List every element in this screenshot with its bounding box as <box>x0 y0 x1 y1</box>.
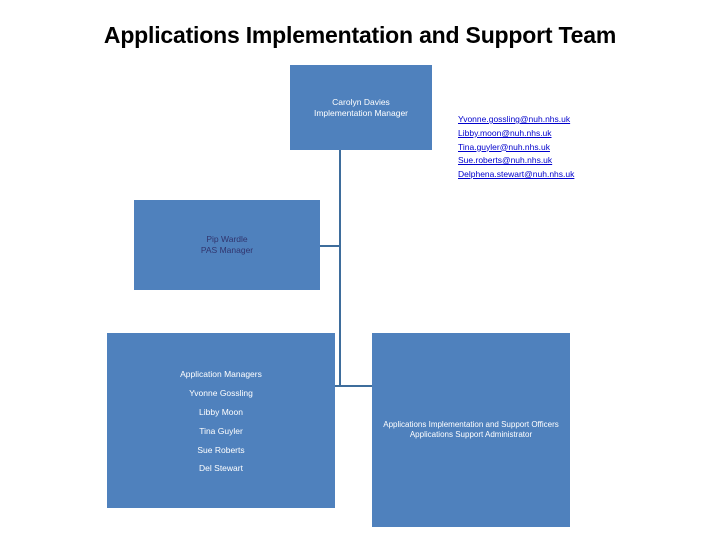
org-node-role: Applications Implementation and Support … <box>383 419 559 429</box>
org-node-application-managers[interactable]: Application Managers Yvonne Gossling Lib… <box>107 333 335 508</box>
email-link[interactable]: Libby.moon@nuh.nhs.uk <box>458 127 552 138</box>
connector-trunk-vertical <box>339 150 341 386</box>
email-list: Yvonne.gossling@nuh.nhs.uk Libby.moon@nu… <box>458 113 633 182</box>
org-node-pas-manager[interactable]: Pip Wardle PAS Manager <box>134 200 320 290</box>
org-node-implementation-manager[interactable]: Carolyn Davies Implementation Manager <box>290 65 432 150</box>
org-node-name: Pip Wardle <box>206 234 248 245</box>
org-node-role: Implementation Manager <box>313 107 409 118</box>
org-node-name: Carolyn Davies <box>332 96 390 107</box>
org-node-role: Application Managers <box>180 369 262 379</box>
page-title: Applications Implementation and Support … <box>103 22 617 48</box>
org-node-member: Libby Moon <box>199 406 243 417</box>
org-node-member: Tina Guyler <box>199 425 243 436</box>
email-link[interactable]: Yvonne.gossling@nuh.nhs.uk <box>458 114 571 124</box>
org-node-member: Del Stewart <box>199 463 243 474</box>
email-link[interactable]: Sue.roberts@nuh.nhs.uk <box>458 155 553 166</box>
org-node-support-officers[interactable]: Applications Implementation and Support … <box>372 333 570 527</box>
email-link[interactable]: Tina.guyler@nuh.nhs.uk <box>458 141 550 152</box>
org-node-role: PAS Manager <box>200 245 254 255</box>
connector-bar-horizontal <box>221 385 472 387</box>
connector-stub-pas-manager <box>320 245 340 247</box>
email-link[interactable]: Delphena.stewart@nuh.nhs.uk <box>458 169 575 180</box>
org-node-role-secondary: Applications Support Administrator <box>409 430 533 439</box>
org-node-member: Yvonne Gossling <box>189 387 253 398</box>
org-node-member: Sue Roberts <box>197 444 245 455</box>
